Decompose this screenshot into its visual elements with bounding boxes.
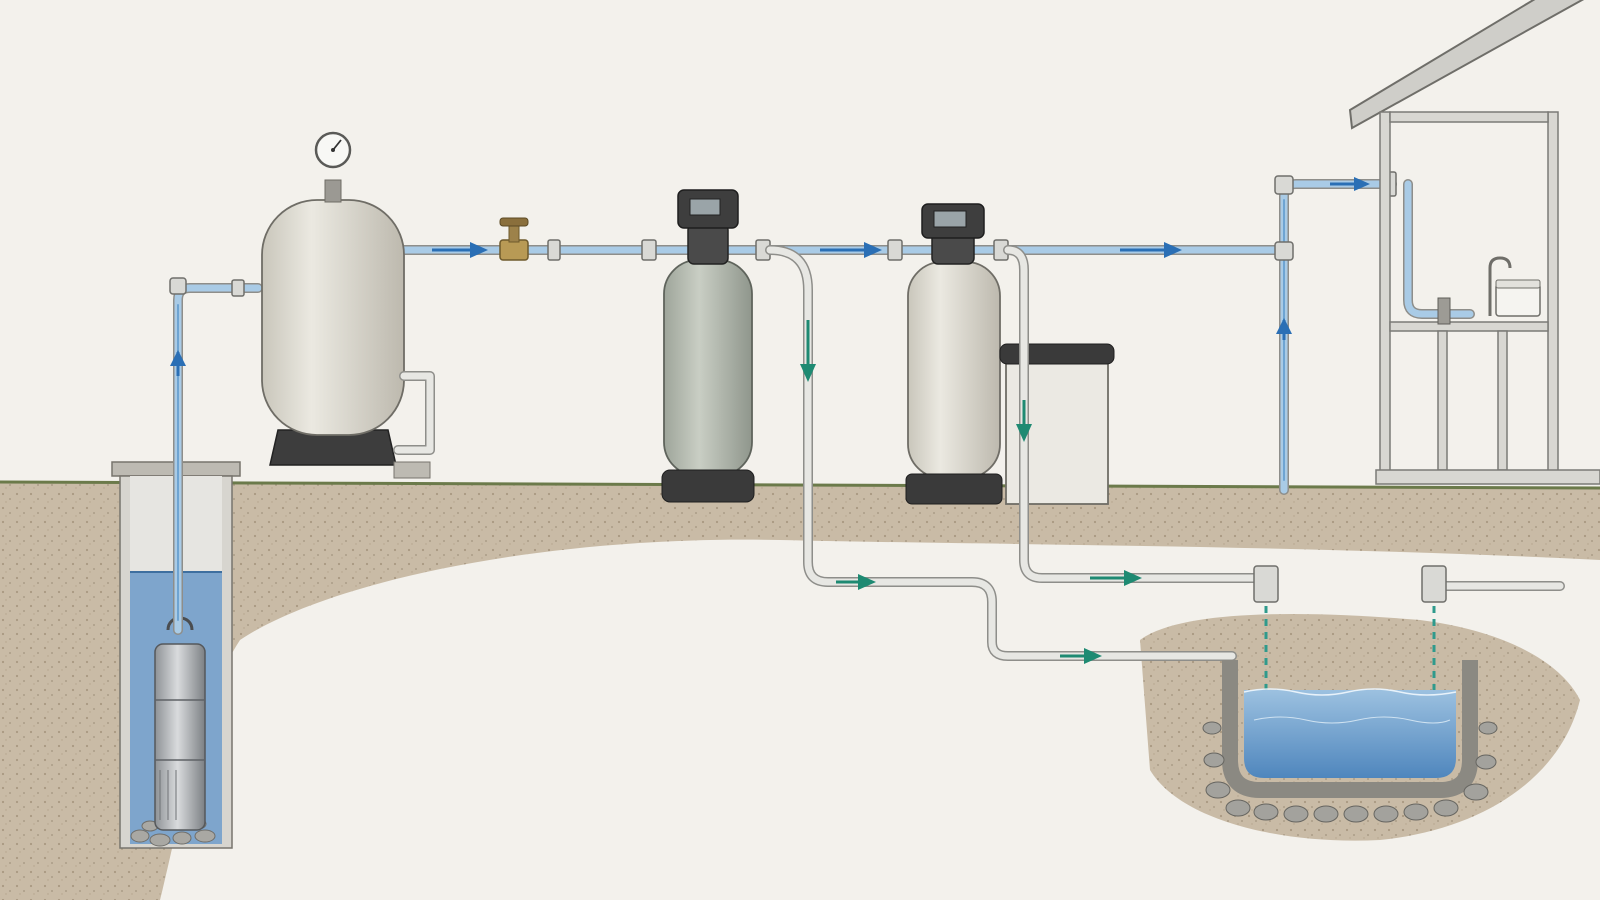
drain-arrow-filter-right [836, 574, 876, 590]
control-head-icon [677, 189, 739, 265]
drain-arrow-filter-down [800, 320, 816, 382]
supply-arrow-riser [1276, 318, 1292, 340]
water-softener [887, 203, 1009, 505]
house-plumbing [1348, 0, 1600, 485]
valve-icon[interactable] [499, 217, 529, 261]
submersible-pump [154, 643, 206, 831]
drain-arrow-softener-down [1016, 400, 1032, 442]
supply-arrow-house [1330, 177, 1370, 191]
shutoff-valve[interactable] [499, 217, 561, 261]
supply-arrow-well [170, 350, 186, 376]
sediment-filter-tank [641, 189, 771, 503]
supply-arrow-after-tank [432, 242, 488, 258]
pressure-tank [261, 131, 435, 479]
drainage-pit [1202, 660, 1498, 823]
pump-icon [154, 616, 206, 831]
control-head-icon [921, 203, 985, 265]
supply-arrow-after-softener [1120, 242, 1182, 258]
gravel-icon [1202, 721, 1498, 823]
drain-arrow-softener-right [1090, 570, 1142, 586]
faucet-icon [1437, 256, 1541, 325]
grass-line [0, 480, 1600, 490]
supply-arrow-after-filter [820, 242, 882, 258]
drain-arrow-filter-pit [1060, 648, 1102, 664]
drain-piping [765, 245, 1565, 700]
pressure-gauge-icon [314, 131, 352, 169]
